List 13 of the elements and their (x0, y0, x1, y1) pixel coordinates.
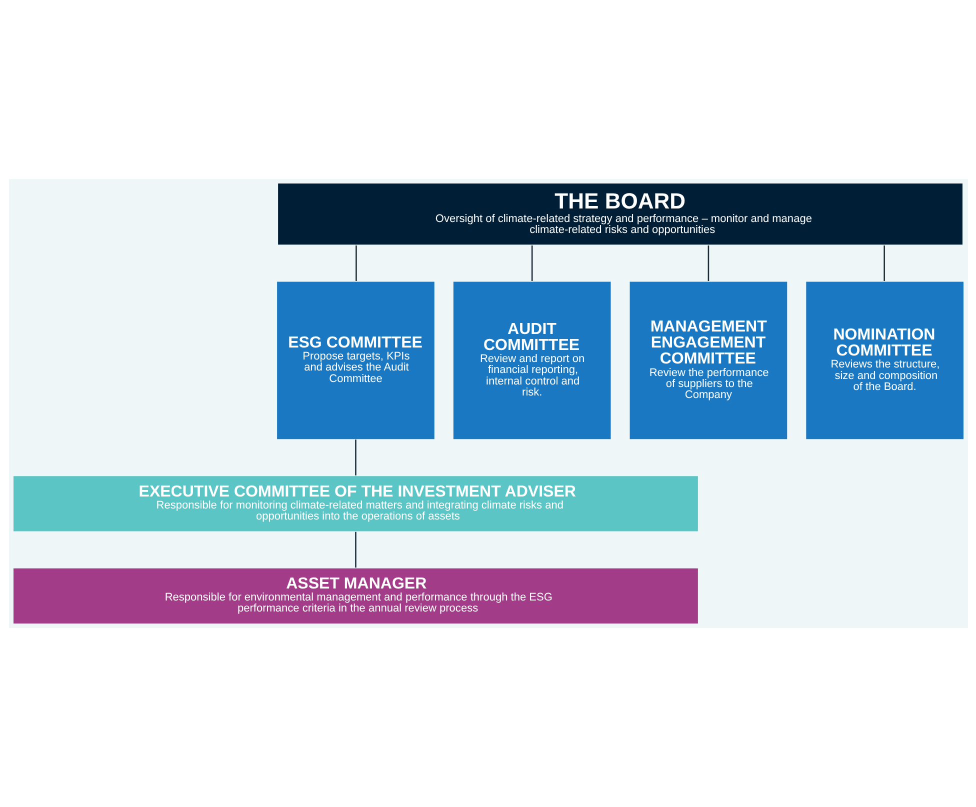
node-box: EXECUTIVE COMMITTEE OF THE INVESTMENT ADVISER Responsible for monitoring climate-related matters and integrating climate risks and opportunities into the operations of assets (12, 475, 698, 532)
connector (707, 246, 709, 281)
connector (354, 440, 356, 476)
node-box: ESG COMMITTEE Propose targets, KPIs and advises the Audit Committee (276, 280, 435, 440)
connector (354, 532, 356, 568)
node-box: THE BOARD Oversight of climate-related strategy and performance – monitor and manage climate-related risks and opportunities (276, 182, 963, 246)
connector (530, 246, 532, 281)
connector (355, 246, 356, 281)
node-box: ASSET MANAGER Responsible for environmental management and performance through the ESG performance criteria in the annual review process (12, 567, 698, 624)
node-box: AUDIT COMMITTEE Review and report on financial reporting, internal control and risk. (452, 280, 612, 440)
node-box: MANAGEMENT ENGAGEMENT COMMITTEE Review the performance of suppliers to the Company (628, 280, 788, 440)
node-box: NOMINATION COMMITTEE Reviews the structure, size and composition of the Board. (804, 280, 964, 440)
connector (883, 246, 884, 281)
